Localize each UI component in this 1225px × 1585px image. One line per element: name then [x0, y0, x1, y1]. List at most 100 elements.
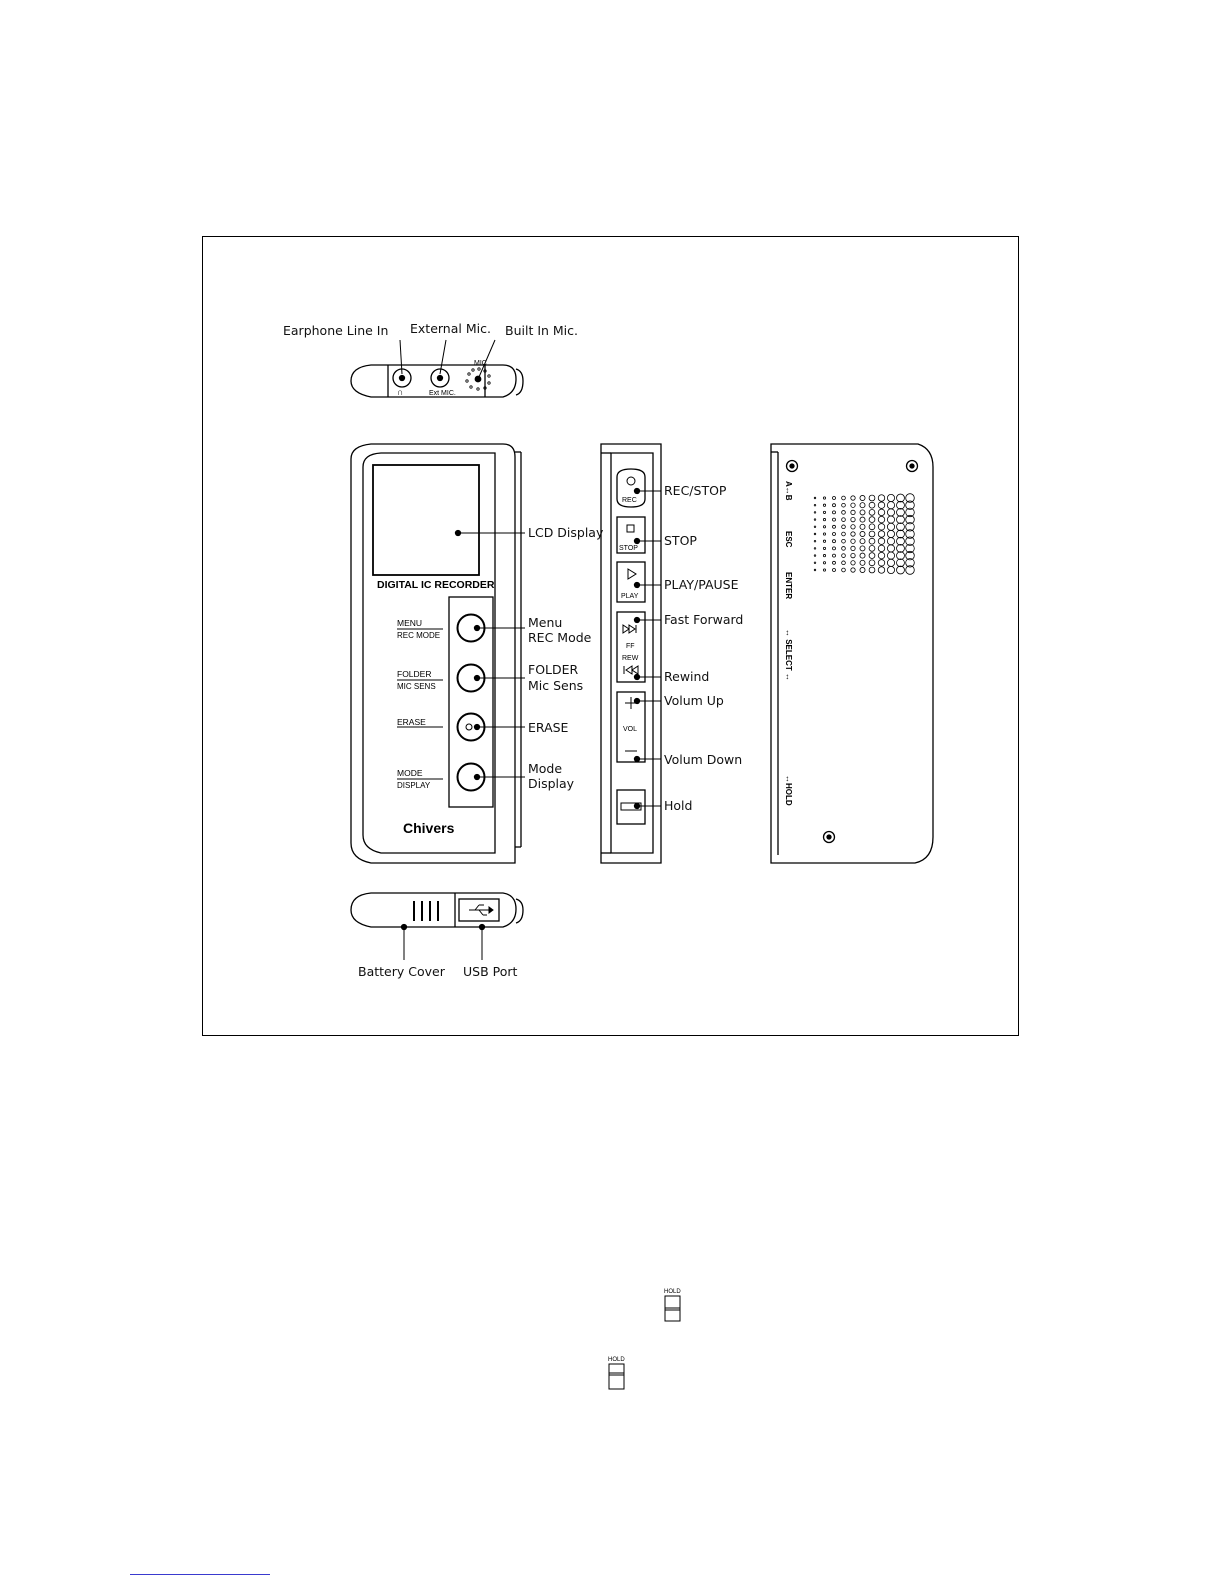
speaker-hole: [832, 553, 836, 558]
speaker-hole: [896, 515, 905, 524]
label-erase: ERASE: [528, 720, 569, 735]
vol-button: [616, 691, 646, 763]
speaker-hole: [896, 565, 905, 575]
speaker-hole: [887, 551, 896, 560]
speaker-hole: [813, 561, 817, 565]
speaker-hole: [905, 500, 915, 510]
speaker-hole: [832, 560, 836, 565]
top-view: [350, 364, 524, 398]
top-ext-mic-text: Ext MIC.: [429, 390, 456, 397]
label-stop: STOP: [664, 533, 697, 548]
label-usb-port: USB Port: [463, 964, 518, 979]
speaker-hole: [868, 537, 876, 545]
front-btn-label-bottom: REC MODE: [397, 631, 440, 640]
label-battery-cover: Battery Cover: [358, 964, 446, 979]
speaker-hole: [896, 508, 905, 517]
speaker-hole: [905, 514, 915, 525]
speaker-hole: [905, 507, 915, 518]
speaker-hole: [841, 538, 846, 544]
speaker-hole: [813, 504, 817, 507]
lcd-screen: [372, 464, 480, 576]
speaker-hole: [850, 567, 856, 573]
speaker-hole: [859, 502, 866, 509]
front-view: [350, 443, 522, 864]
speaker-hole: [813, 547, 817, 550]
speaker-hole: [859, 509, 866, 516]
label-earphone-line-in: Earphone Line In: [283, 323, 388, 338]
speaker-hole: [841, 517, 846, 522]
speaker-hole: [832, 532, 836, 536]
speaker-hole: [868, 509, 876, 516]
side-btn-label: REW: [622, 655, 639, 662]
speaker-hole: [850, 524, 856, 530]
speaker-hole: [813, 518, 817, 521]
speaker-hole: [832, 510, 836, 515]
speaker-hole: [896, 493, 905, 503]
speaker-hole: [877, 508, 886, 517]
speaker-hole: [850, 538, 856, 544]
speaker-hole: [859, 516, 866, 523]
speaker-hole: [841, 524, 846, 530]
speaker-hole: [905, 536, 915, 546]
speaker-hole: [868, 545, 876, 552]
speaker-hole: [813, 568, 817, 572]
headphone-icon: ∩: [397, 387, 403, 397]
stop-button: [616, 516, 646, 554]
label-built-in-mic: Built In Mic.: [505, 323, 578, 338]
speaker-hole: [868, 530, 876, 538]
label-mic-sens: Mic Sens: [528, 678, 583, 693]
speaker-hole: [868, 494, 876, 502]
speaker-hole: [896, 500, 905, 510]
speaker-hole: [887, 565, 896, 574]
speaker-hole: [859, 552, 866, 559]
rec-button: [616, 468, 646, 508]
speaker-hole: [905, 558, 915, 568]
speaker-hole: [832, 568, 836, 572]
speaker-hole: [868, 501, 876, 509]
hold-switch-icon: HOLD: [664, 1289, 681, 1322]
speaker-hole: [822, 525, 827, 529]
button-panel: [448, 596, 494, 808]
side-btn-label: FF: [626, 643, 635, 650]
label-external-mic: External Mic.: [410, 321, 491, 336]
label-display: Display: [528, 776, 575, 791]
speaker-hole: [868, 523, 876, 531]
speaker-hole: [877, 515, 886, 524]
speaker-hole: [841, 495, 846, 501]
side-view: [600, 443, 662, 864]
label-rec-mode: REC Mode: [528, 630, 592, 645]
speaker-hole: [841, 560, 846, 566]
speaker-hole: [822, 561, 827, 565]
speaker-hole: [905, 493, 915, 503]
speaker-hole: [896, 522, 905, 532]
speaker-hole: [887, 508, 896, 517]
speaker-hole: [841, 510, 846, 515]
front-btn-label-bottom: DISPLAY: [397, 781, 431, 790]
speaker-hole: [887, 558, 896, 567]
front-btn-label-top: ERASE: [397, 717, 426, 727]
speaker-hole: [813, 511, 817, 514]
footer-rule: [130, 1574, 270, 1575]
speaker-hole: [850, 509, 856, 515]
speaker-hole: [877, 530, 886, 538]
speaker-hole: [813, 496, 817, 500]
screw-icon: [785, 459, 799, 473]
label-hold: Hold: [664, 798, 692, 813]
speaker-hole: [841, 553, 846, 558]
speaker-hole: [859, 567, 866, 573]
front-btn-label-top: MENU: [397, 618, 422, 628]
speaker-hole: [905, 565, 915, 575]
speaker-hole: [822, 496, 827, 500]
label-fast-forward: Fast Forward: [664, 612, 743, 627]
speaker-hole: [850, 502, 856, 508]
speaker-hole: [896, 544, 905, 553]
hold-icon-label: HOLD: [664, 1289, 681, 1295]
label-volume-up: Volum Up: [664, 693, 724, 708]
label-mode: Mode: [528, 761, 562, 776]
speaker-hole: [859, 523, 866, 530]
recorder-diagram: MIC Ext MIC. ∩ DIGITAL IC RECORDER Chive…: [283, 321, 934, 979]
speaker-grille: [813, 493, 915, 575]
speaker-hole: [896, 551, 905, 560]
speaker-hole: [887, 529, 896, 538]
label-rewind: Rewind: [664, 669, 709, 684]
